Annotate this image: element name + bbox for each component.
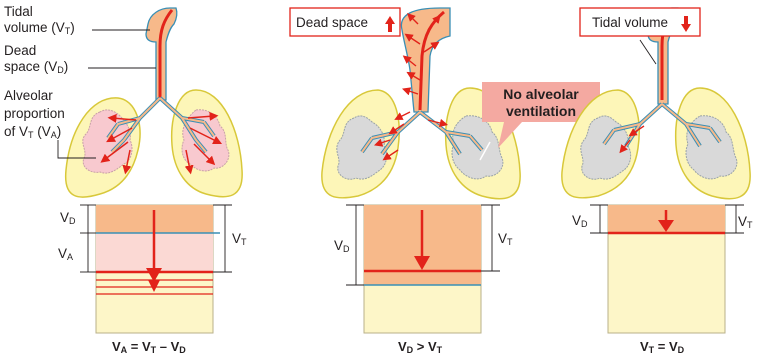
label-alveolar-proportion: Alveolar (4, 88, 53, 103)
label-vd-1: VD (60, 210, 76, 226)
tidal-volume-decrease-box: Tidal volume (580, 8, 700, 36)
tidal-volume-label: Tidal volume (592, 15, 668, 30)
volume-box-low-tidal (590, 205, 744, 333)
label-vd-2: VD (334, 238, 350, 254)
svg-text:volume (VT): volume (VT) (4, 20, 75, 36)
svg-text:No alveolar: No alveolar (503, 86, 579, 102)
panel-normal: Tidal volume (VT) Dead space (VD) Alveol… (4, 4, 247, 355)
svg-text:proportion: proportion (4, 106, 65, 121)
equation-low-tidal: VT = VD (640, 339, 685, 355)
equation-normal: VA = VT – VD (112, 339, 186, 355)
label-vt-3: VT (738, 214, 753, 230)
panel-low-tidal: Tidal volume VD VT VT = VD (562, 8, 753, 355)
svg-text:space (VD): space (VD) (4, 59, 68, 75)
volume-box-normal (80, 205, 232, 333)
label-vt-2: VT (498, 231, 513, 247)
svg-text:of VT (VA): of VT (VA) (4, 124, 61, 140)
volume-box-dead-space (346, 205, 500, 333)
equation-dead-space: VD > VT (398, 339, 443, 355)
dead-space-increase-box: Dead space (290, 8, 400, 36)
label-vt-1: VT (232, 231, 247, 247)
label-vd-3: VD (572, 213, 588, 229)
label-va-1: VA (58, 246, 73, 262)
label-dead-space: Dead (4, 43, 36, 58)
label-tidal-volume: Tidal (4, 4, 33, 19)
dead-space-label: Dead space (296, 15, 368, 30)
panel-dead-space: Dead space No alveolar ventilation VD VT (290, 8, 600, 355)
svg-text:ventilation: ventilation (506, 103, 576, 119)
